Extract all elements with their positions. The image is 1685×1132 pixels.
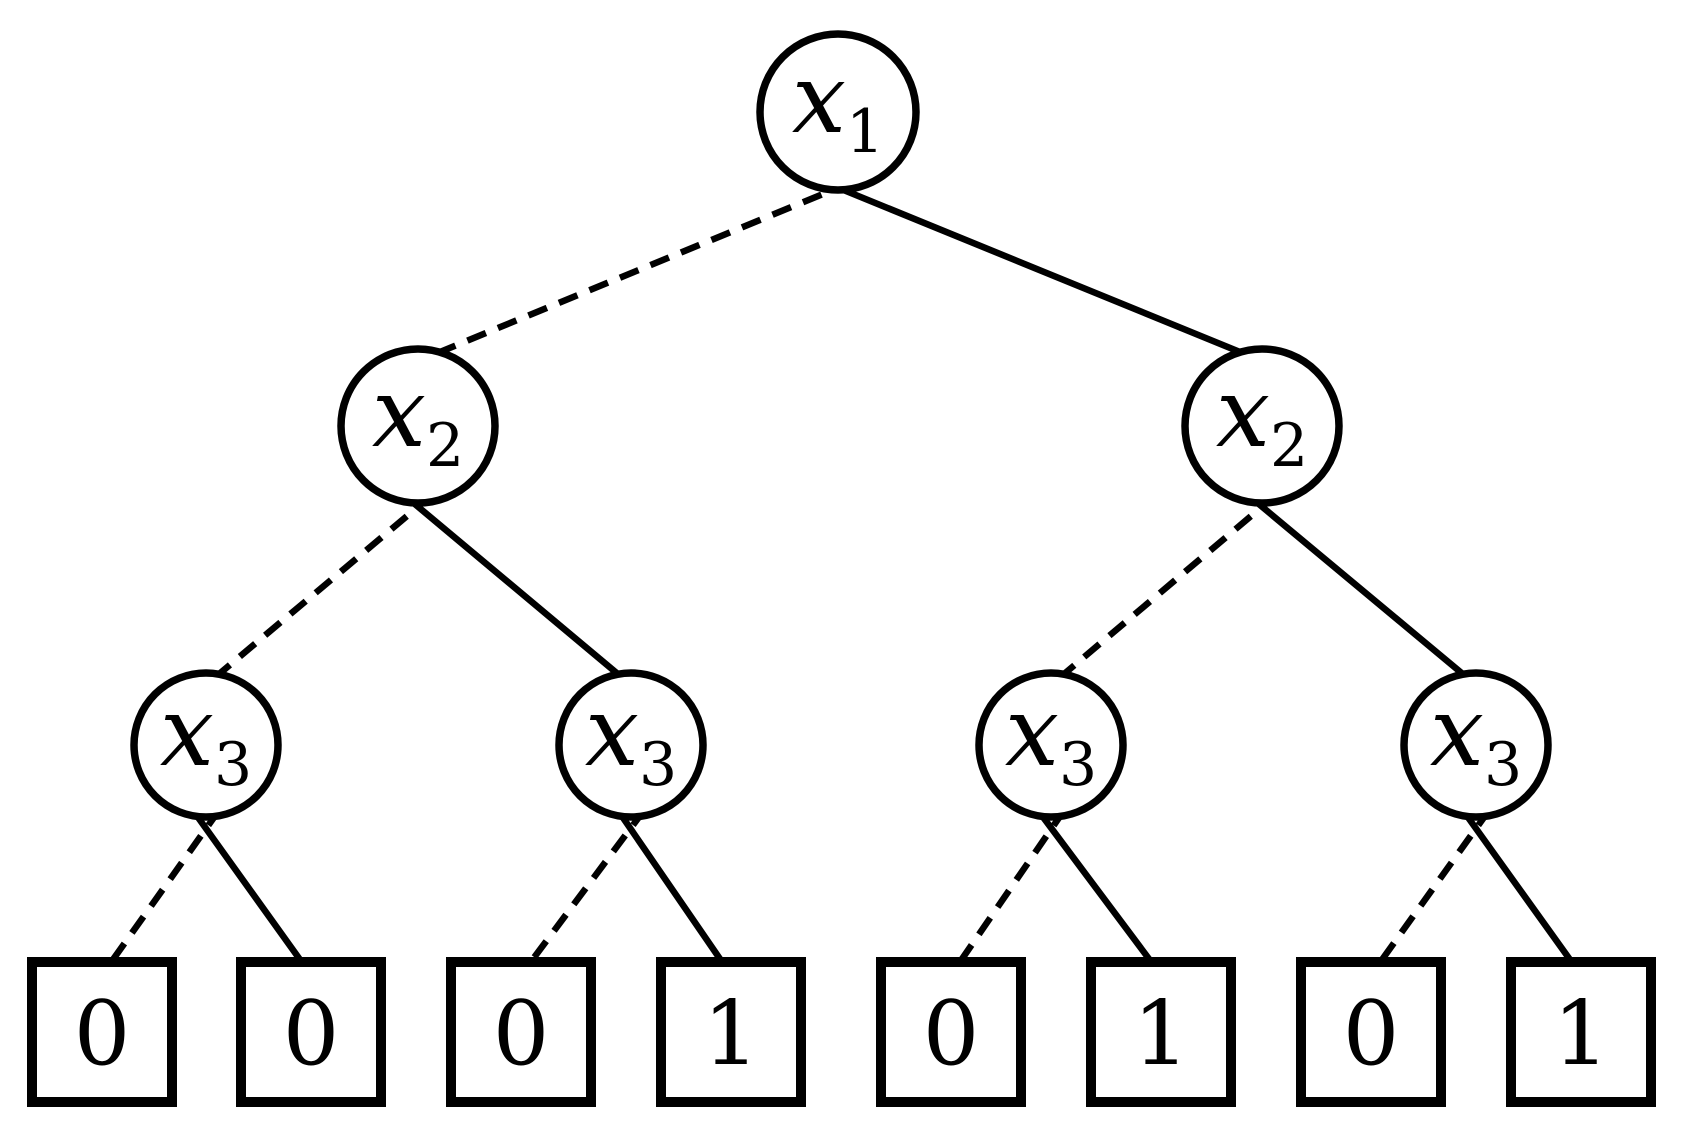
edge-x3-2-to-leaf4-solid bbox=[613, 805, 735, 979]
node-label-x3-1: x3 bbox=[160, 676, 252, 800]
leaf-value-7: 0 bbox=[1343, 981, 1400, 1085]
node-label-x2-left: x2 bbox=[372, 357, 464, 481]
edge-x2left-to-x3-2-solid bbox=[400, 491, 635, 689]
decision-node-x1: x1 bbox=[756, 30, 920, 194]
node-circle-x1 bbox=[756, 30, 920, 194]
decision-node-x3-4: x3 bbox=[1400, 669, 1552, 821]
edge-x3-4-to-leaf8-solid bbox=[1458, 805, 1585, 979]
leaf-node-7: 0 bbox=[1296, 957, 1446, 1107]
leaf-value-8: 1 bbox=[1553, 981, 1610, 1085]
leaf-square-8 bbox=[1506, 957, 1656, 1107]
leaf-square-5 bbox=[876, 957, 1026, 1107]
leaf-node-4: 1 bbox=[656, 957, 806, 1107]
decision-node-x3-2: x3 bbox=[555, 669, 707, 821]
decision-node-x2-left: x2 bbox=[337, 345, 499, 507]
leaf-square-1 bbox=[27, 957, 177, 1107]
leaf-square-2 bbox=[236, 957, 386, 1107]
edge-x3-1-to-leaf1-dashed bbox=[99, 807, 223, 977]
decision-node-x3-1: x3 bbox=[130, 669, 282, 821]
leaf-square-4 bbox=[656, 957, 806, 1107]
decision-node-x3-3: x3 bbox=[975, 669, 1127, 821]
edge-x3-4-to-leaf7-dashed bbox=[1368, 807, 1493, 977]
node-label-x1: x1 bbox=[792, 43, 884, 167]
edge-x2right-to-x3-4-solid bbox=[1244, 491, 1480, 689]
leaf-value-5: 0 bbox=[923, 981, 980, 1085]
decision-node-x2-right: x2 bbox=[1181, 345, 1343, 507]
leaf-node-8: 1 bbox=[1506, 957, 1656, 1107]
node-label-x3-2: x3 bbox=[585, 676, 677, 800]
leaf-value-1: 0 bbox=[74, 981, 131, 1085]
leaf-value-6: 1 bbox=[1133, 981, 1190, 1085]
node-label-x2-right: x2 bbox=[1216, 357, 1308, 481]
edge-x3-3-to-leaf6-solid bbox=[1033, 805, 1165, 979]
leaf-node-1: 0 bbox=[27, 957, 177, 1107]
edge-x3-3-to-leaf5-dashed bbox=[948, 807, 1068, 977]
node-circle-x3-1 bbox=[130, 669, 282, 821]
node-circle-x3-3 bbox=[975, 669, 1127, 821]
leaf-node-2: 0 bbox=[236, 957, 386, 1107]
leaf-square-3 bbox=[446, 957, 596, 1107]
leaf-node-6: 1 bbox=[1086, 957, 1236, 1107]
node-circle-x3-4 bbox=[1400, 669, 1552, 821]
edge-x2right-to-x3-3-dashed bbox=[1048, 492, 1279, 688]
node-circle-x2-right bbox=[1181, 345, 1343, 507]
leaf-node-3: 0 bbox=[446, 957, 596, 1107]
leaf-square-6 bbox=[1086, 957, 1236, 1107]
node-circle-x2-left bbox=[337, 345, 499, 507]
leaf-value-2: 0 bbox=[283, 981, 340, 1085]
edge-x3-2-to-leaf3-dashed bbox=[518, 807, 648, 977]
node-label-x3-3: x3 bbox=[1005, 676, 1097, 800]
leaf-node-5: 0 bbox=[876, 957, 1026, 1107]
edge-x2left-to-x3-1-dashed bbox=[203, 492, 435, 688]
node-label-x3-4: x3 bbox=[1430, 676, 1522, 800]
leaf-value-4: 1 bbox=[703, 981, 760, 1085]
node-circle-x3-2 bbox=[555, 669, 707, 821]
edge-root-to-x2left-dashed bbox=[416, 178, 854, 365]
leaf-square-7 bbox=[1296, 957, 1446, 1107]
edge-x3-1-to-leaf2-solid bbox=[188, 805, 315, 979]
leaf-value-3: 0 bbox=[493, 981, 550, 1085]
edge-root-to-x2right-solid bbox=[820, 178, 1266, 365]
